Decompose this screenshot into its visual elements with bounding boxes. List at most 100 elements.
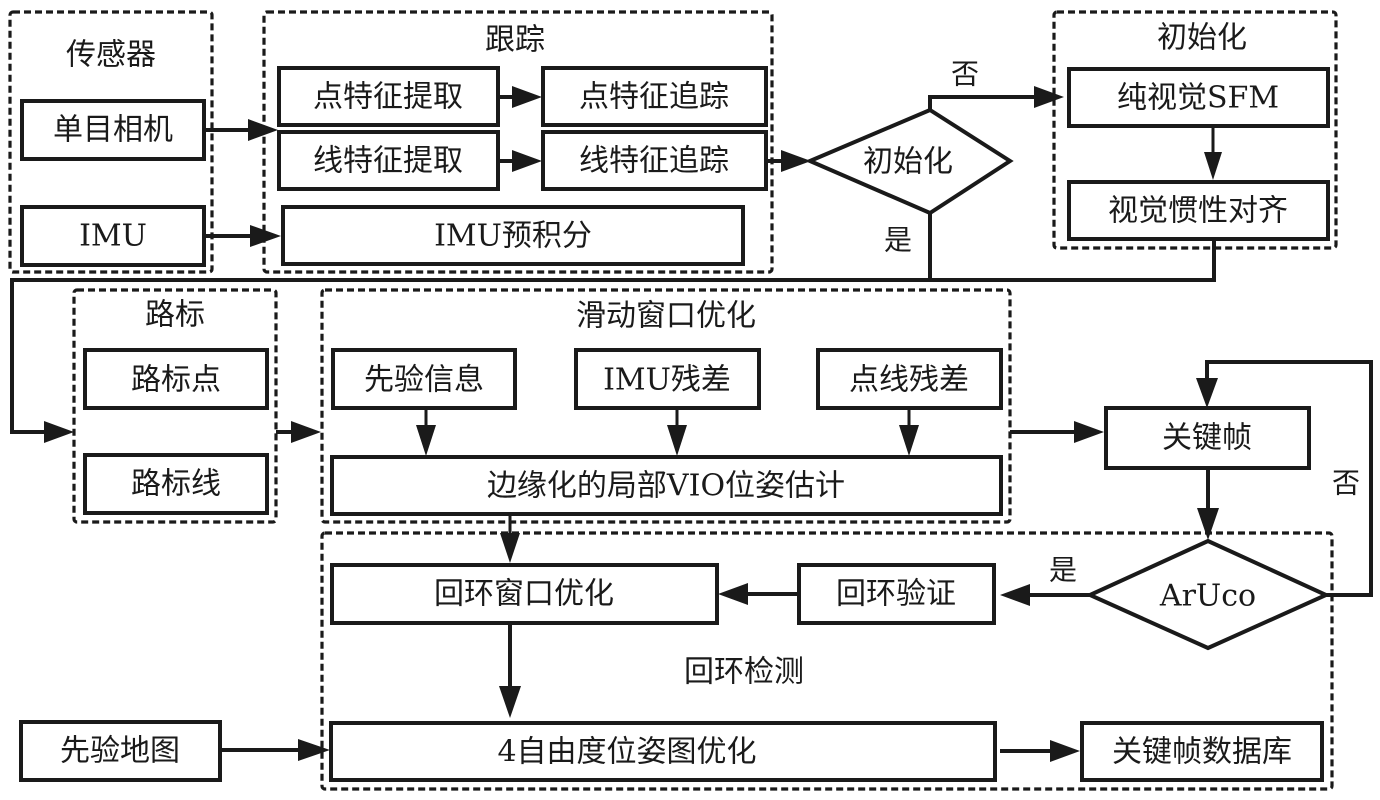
arrowhead-icon xyxy=(248,119,278,141)
node-point-line-residual-label: 点线残差 xyxy=(849,363,969,398)
node-pure-vision-sfm: 纯视觉SFM xyxy=(1067,67,1330,128)
node-prior-map: 先验地图 xyxy=(19,720,222,782)
edge-line-extract-to-track xyxy=(500,150,542,172)
node-point-line-residual: 点线残差 xyxy=(816,348,1003,410)
node-imu-label: IMU xyxy=(79,219,147,254)
edge-label-init-yes: 是 xyxy=(884,224,912,257)
node-line-feature-extract-label: 线特征提取 xyxy=(313,144,463,179)
arrowhead-icon xyxy=(1197,508,1219,540)
edge-label-aruco-yes: 是 xyxy=(1049,554,1077,587)
edge-sliding-window-to-keyframe xyxy=(1010,421,1104,443)
group-loop-detection: 回环检测 xyxy=(320,531,1334,791)
arrowhead-icon xyxy=(250,225,281,247)
node-imu: IMU xyxy=(20,205,206,267)
group-sliding-window: 滑动窗口优化 xyxy=(320,288,1012,524)
node-prior-map-label: 先验地图 xyxy=(60,734,180,769)
node-pose-graph-4dof-label: 4自由度位姿图优化 xyxy=(497,735,756,770)
arrowhead-icon xyxy=(44,421,74,443)
group-landmarks-title: 路标 xyxy=(145,298,205,333)
arrowhead-icon xyxy=(1000,584,1030,606)
node-imu-residual: IMU残差 xyxy=(574,348,761,410)
edge-aruco-no-to-keyframe: 否 xyxy=(1196,360,1373,597)
node-keyframe-label: 关键帧 xyxy=(1162,421,1252,456)
arrowhead-icon xyxy=(499,686,521,718)
node-mono-camera-label: 单目相机 xyxy=(53,113,173,148)
node-loop-window-opt-label: 回环窗口优化 xyxy=(434,577,614,612)
arrowhead-icon xyxy=(512,86,542,108)
decision-init-label: 初始化 xyxy=(863,145,953,180)
edge-prior-info-to-vio xyxy=(416,410,436,456)
node-line-feature-track: 线特征追踪 xyxy=(541,130,768,191)
node-point-feature-extract: 点特征提取 xyxy=(277,66,500,127)
arrowhead-icon xyxy=(718,583,748,605)
edge-aruco-yes-to-verification: 是 xyxy=(1000,554,1090,606)
node-imu-preintegration: IMU预积分 xyxy=(281,205,745,266)
node-point-feature-track: 点特征追踪 xyxy=(541,66,768,127)
edge-verification-to-loop-window xyxy=(718,583,798,605)
node-visual-inertial-alignment: 视觉惯性对齐 xyxy=(1067,180,1330,241)
node-marginalized-vio: 边缘化的局部VIO位姿估计 xyxy=(330,455,1003,516)
node-visual-inertial-alignment-label: 视觉惯性对齐 xyxy=(1108,194,1288,229)
arrowhead-icon xyxy=(781,150,811,172)
arrowhead-icon xyxy=(1074,421,1104,443)
arrowhead-icon xyxy=(667,425,687,456)
edge-point-extract-to-track xyxy=(500,86,542,108)
node-imu-residual-label: IMU残差 xyxy=(603,363,731,398)
group-init-title: 初始化 xyxy=(1157,21,1247,56)
edge-label-init-no: 否 xyxy=(951,58,979,91)
arrowhead-icon xyxy=(291,421,321,443)
node-mono-camera: 单目相机 xyxy=(20,99,206,161)
node-loop-verification: 回环验证 xyxy=(797,563,996,625)
group-sensors-title: 传感器 xyxy=(66,38,156,73)
node-loop-verification-label: 回环验证 xyxy=(836,577,956,612)
node-landmark-line: 路标线 xyxy=(83,453,269,515)
edge-camera-to-features xyxy=(206,119,278,141)
edge-landmarks-to-sliding-window xyxy=(276,421,321,443)
edge-imu-to-preintegration xyxy=(206,225,281,247)
edge-init-yes-to-landmarks: 是 xyxy=(10,213,1216,443)
arrowhead-icon xyxy=(298,739,330,761)
node-landmark-point: 路标点 xyxy=(83,348,269,410)
edge-imu-residual-to-vio xyxy=(667,410,687,456)
edge-pose-graph-to-keyframe-db xyxy=(1000,740,1080,762)
arrowhead-icon xyxy=(416,425,436,456)
node-pure-vision-sfm-label: 纯视觉SFM xyxy=(1117,81,1279,116)
node-keyframe-database-label: 关键帧数据库 xyxy=(1112,735,1292,770)
edge-keyframe-to-aruco xyxy=(1197,468,1219,540)
arrowhead-icon xyxy=(1034,86,1064,108)
edge-label-aruco-no: 否 xyxy=(1332,467,1360,500)
node-line-feature-extract: 线特征提取 xyxy=(277,130,500,191)
node-keyframe-database: 关键帧数据库 xyxy=(1080,721,1324,782)
edge-prior-map-to-pose-graph xyxy=(220,739,330,761)
node-pose-graph-4dof: 4自由度位姿图优化 xyxy=(329,721,997,782)
group-landmarks: 路标 xyxy=(72,288,278,524)
node-prior-info: 先验信息 xyxy=(331,348,517,410)
node-loop-window-opt: 回环窗口优化 xyxy=(330,563,719,625)
edge-tracking-to-init-decision xyxy=(767,150,811,172)
node-imu-preintegration-label: IMU预积分 xyxy=(434,219,592,254)
node-point-feature-track-label: 点特征追踪 xyxy=(579,80,729,115)
node-landmark-line-label: 路标线 xyxy=(131,467,221,502)
edges: 否 是 xyxy=(10,58,1373,762)
group-loop-detection-title: 回环检测 xyxy=(684,655,804,690)
edge-point-line-residual-to-vio xyxy=(899,410,919,456)
node-keyframe: 关键帧 xyxy=(1104,406,1311,470)
group-tracking: 跟踪 xyxy=(262,10,774,274)
decision-init: 初始化 xyxy=(804,107,1014,216)
group-sliding-window-title: 滑动窗口优化 xyxy=(576,299,756,334)
arrowhead-icon xyxy=(1196,378,1218,408)
decision-aruco-label: ArUco xyxy=(1159,579,1256,614)
node-line-feature-track-label: 线特征追踪 xyxy=(579,144,729,179)
decision-aruco: ArUco xyxy=(1085,538,1331,651)
edge-sfm-to-alignment xyxy=(1204,127,1222,180)
arrowhead-icon xyxy=(512,150,542,172)
node-prior-info-label: 先验信息 xyxy=(364,363,484,398)
arrowhead-icon xyxy=(899,425,919,456)
edge-init-no-to-sfm: 否 xyxy=(928,58,1064,111)
arrowhead-icon xyxy=(1050,740,1080,762)
group-init: 初始化 xyxy=(1052,10,1338,250)
group-sensors: 传感器 xyxy=(8,10,214,274)
edge-loop-window-to-pose-graph xyxy=(499,624,521,718)
arrowhead-icon xyxy=(500,533,520,563)
